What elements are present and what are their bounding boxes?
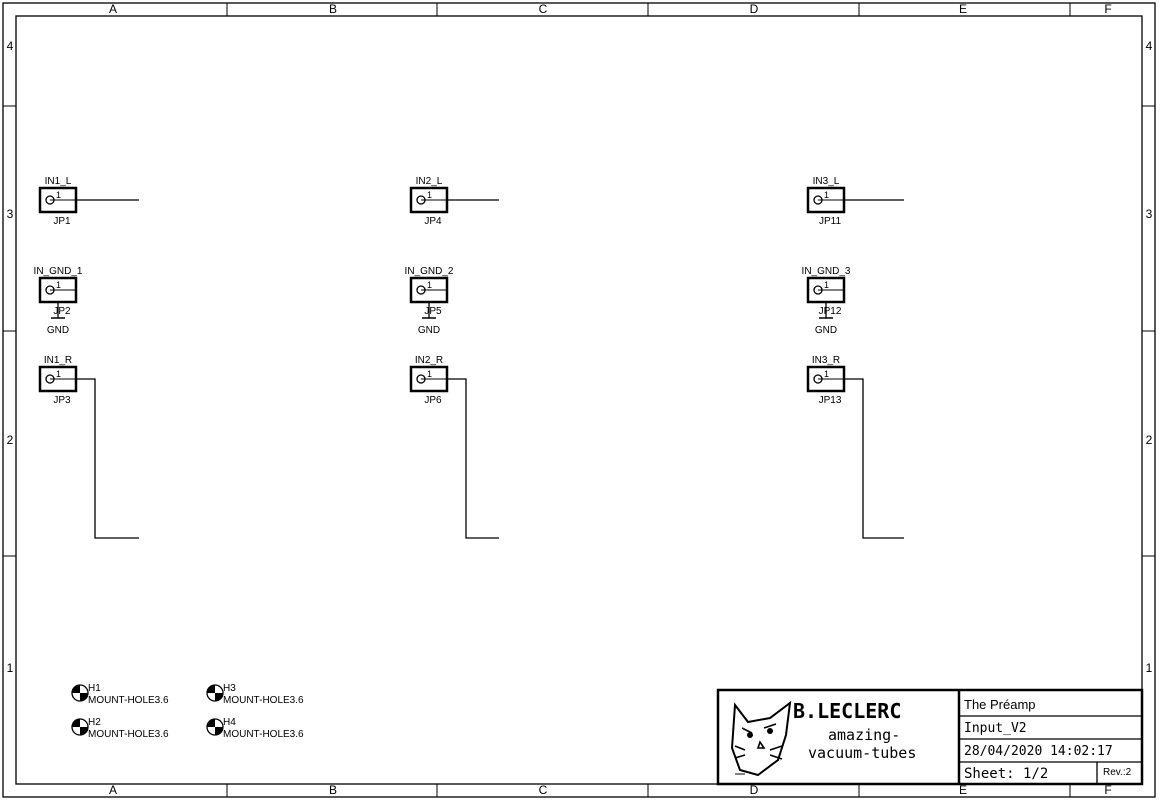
connector-label: IN2_R <box>415 355 443 366</box>
connector-label: IN3_L <box>813 176 840 187</box>
date-time: 28/04/2020 14:02:17 <box>964 744 1113 759</box>
pin-number: 1 <box>824 280 829 290</box>
column-label: A <box>109 2 117 16</box>
connector-ref: JP12 <box>819 306 842 317</box>
pin-number: 1 <box>824 369 829 379</box>
jumper-connector: 1 IN2_L JP4 <box>409 176 449 227</box>
row-label: 3 <box>1146 207 1153 221</box>
column-label: C <box>539 2 548 16</box>
jumper-connector: 1 IN1_L JP1 <box>38 176 78 227</box>
connector-label: IN1_L <box>45 176 72 187</box>
column-label: B <box>329 2 337 16</box>
connector-label: IN_GND_2 <box>405 266 454 277</box>
connector-ref: JP6 <box>424 395 442 406</box>
connector-ref: JP2 <box>53 306 71 317</box>
connector-label: IN_GND_3 <box>802 266 851 277</box>
pin-number: 1 <box>56 190 61 200</box>
tagline: vacuum-tubes <box>808 744 916 762</box>
connector-ref: JP5 <box>424 306 442 317</box>
cat-logo <box>730 700 792 777</box>
column-label: E <box>959 2 967 16</box>
mount-hole-ref: H4 <box>223 717 236 728</box>
mount-holes: H1MOUNT-HOLE3.6H2MOUNT-HOLE3.6H3MOUNT-HO… <box>71 683 304 740</box>
column-label: F <box>1104 783 1111 797</box>
jumper-connector: 1 IN3_R JP13 <box>806 355 846 406</box>
column-label: B <box>329 783 337 797</box>
column-label: C <box>539 783 548 797</box>
pin-number: 1 <box>427 369 432 379</box>
row-label: 4 <box>1146 39 1153 53</box>
mount-hole-ref: H2 <box>88 717 101 728</box>
pin-number: 1 <box>824 190 829 200</box>
gnd-label: GND <box>815 325 837 336</box>
column-label: D <box>750 783 759 797</box>
input-connectors: 1IN1_LJP11IN_GND_1JP2GND1IN2_LJP41IN_GND… <box>34 176 904 539</box>
author-name: B.LECLERC <box>793 699 901 723</box>
jumper-connector: 1 IN2_R JP6 <box>409 355 449 406</box>
gnd-label: GND <box>418 325 440 336</box>
sheet-number: Sheet: 1/2 <box>964 766 1048 782</box>
mount-hole-value: MOUNT-HOLE3.6 <box>223 695 304 706</box>
row-label: 4 <box>7 39 14 53</box>
mount-hole-value: MOUNT-HOLE3.6 <box>88 729 169 740</box>
connector-label: IN_GND_1 <box>34 266 83 277</box>
column-label: A <box>109 783 117 797</box>
pin-number: 1 <box>427 190 432 200</box>
connector-ref: JP11 <box>819 216 841 227</box>
column-label: E <box>959 783 967 797</box>
pin-number: 1 <box>56 280 61 290</box>
mount-hole-value: MOUNT-HOLE3.6 <box>88 695 169 706</box>
connector-label: IN1_R <box>44 355 72 366</box>
sheet-name: Input_V2 <box>964 721 1027 736</box>
mount-hole-ref: H1 <box>88 683 101 694</box>
pin-number: 1 <box>427 280 432 290</box>
title-block: B.LECLERC amazing- vacuum-tubes The Préa… <box>716 688 1144 786</box>
connector-ref: JP3 <box>53 395 71 406</box>
row-label: 2 <box>7 433 14 447</box>
column-label: F <box>1104 2 1111 16</box>
frame-labels: A A B B C C D D E E F F 4 4 3 3 2 2 1 1 <box>7 2 1153 797</box>
tagline: amazing- <box>828 726 900 744</box>
connector-ref: JP13 <box>819 395 842 406</box>
row-label: 3 <box>7 207 14 221</box>
gnd-label: GND <box>47 325 69 336</box>
project-name: The Préamp <box>964 697 1036 712</box>
connector-ref: JP4 <box>424 216 442 227</box>
pin-number: 1 <box>56 369 61 379</box>
mount-hole-ref: H3 <box>223 683 236 694</box>
column-label: D <box>750 2 759 16</box>
row-label: 1 <box>7 661 14 675</box>
mount-hole-value: MOUNT-HOLE3.6 <box>223 729 304 740</box>
connector-label: IN2_L <box>416 176 443 187</box>
revision: Rev.:2 <box>1103 767 1132 778</box>
connector-ref: JP1 <box>53 216 71 227</box>
jumper-connector: 1 IN1_R JP3 <box>38 355 78 406</box>
row-label: 1 <box>1146 661 1153 675</box>
row-label: 2 <box>1146 433 1153 447</box>
connector-label: IN3_R <box>812 355 840 366</box>
jumper-connector: 1 IN3_L JP11 <box>806 176 846 227</box>
